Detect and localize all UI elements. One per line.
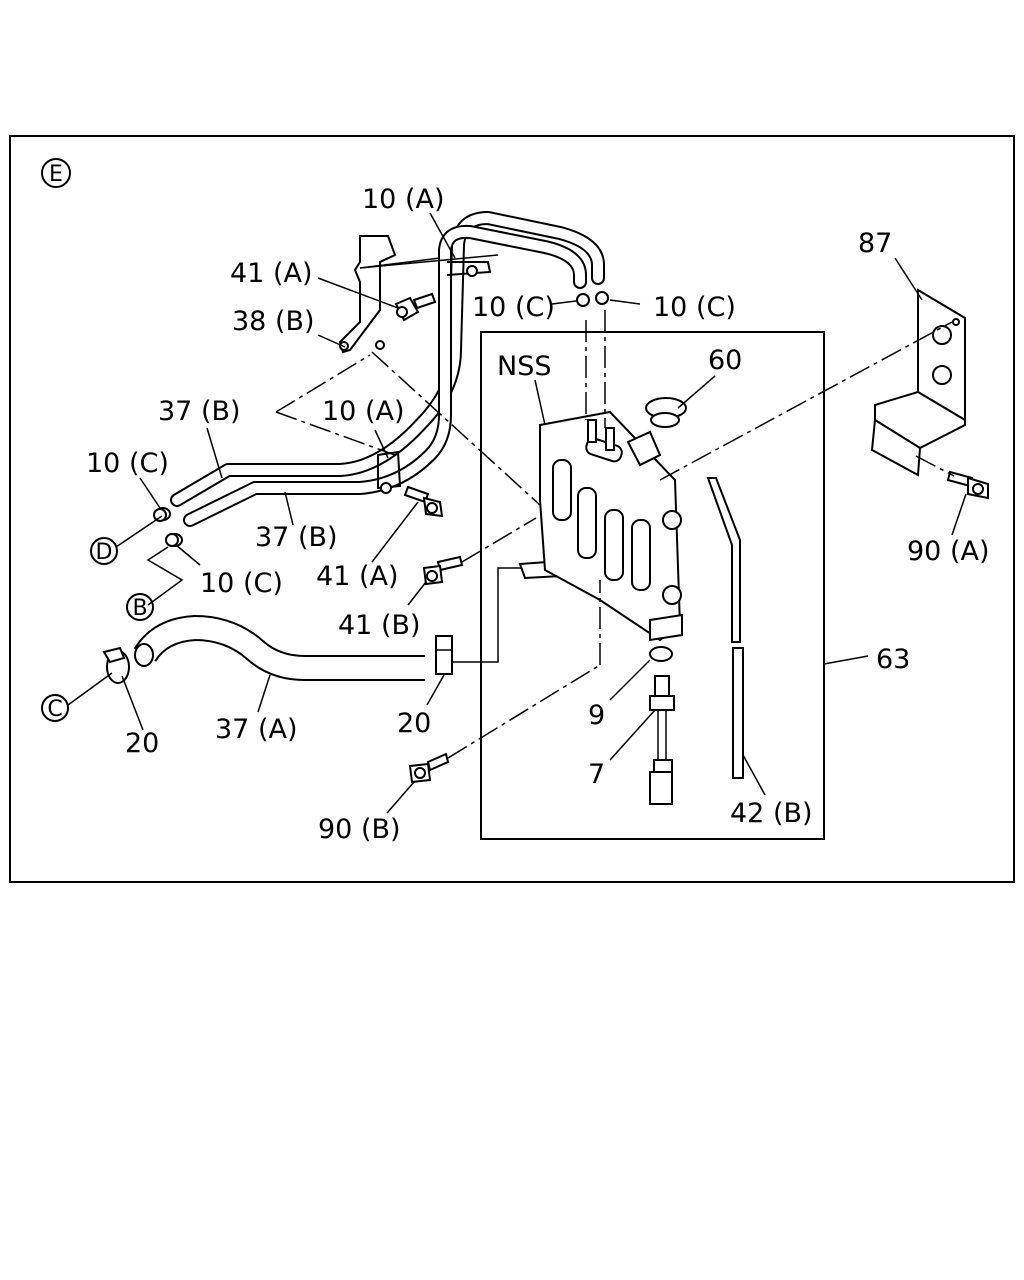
bracket-87 (870, 288, 966, 477)
connector-c-text: C (47, 697, 62, 722)
label-20-left: 20 (125, 728, 159, 759)
clamp-10c-far-left (153, 508, 167, 522)
tank-nipple (587, 419, 597, 443)
label-41b: 41 (B) (338, 610, 421, 641)
clamp-10c-left (576, 293, 590, 307)
label-10c-lower: 10 (C) (200, 568, 283, 599)
label-20-mid: 20 (397, 708, 431, 739)
label-nss: NSS (497, 351, 551, 382)
connector-d-text: D (96, 540, 113, 565)
section-marker-e: E (41, 158, 71, 188)
tank-nipple (605, 427, 615, 451)
label-87: 87 (858, 228, 892, 259)
label-37b-mid: 37 (B) (255, 522, 338, 553)
bolt-90b (408, 752, 450, 784)
leader-lines (67, 212, 967, 814)
diagram-frame (9, 135, 1015, 883)
cap-60 (626, 397, 687, 467)
label-10c-far-left: 10 (C) (86, 448, 169, 479)
bolt-41b (422, 555, 464, 586)
label-60: 60 (708, 345, 742, 376)
label-9: 9 (588, 700, 605, 731)
hose-37a (133, 615, 425, 681)
clamp-10c-lower (165, 533, 179, 547)
label-10a-top: 10 (A) (362, 184, 444, 215)
label-10c-left: 10 (C) (472, 292, 555, 323)
label-63: 63 (876, 644, 910, 675)
clamp-20-left (102, 646, 130, 684)
connector-c: C (41, 694, 69, 722)
sensor-7 (649, 675, 675, 805)
label-41a-mid: 41 (A) (316, 561, 398, 592)
clamp-10c-right (595, 291, 609, 305)
label-42b: 42 (B) (730, 798, 813, 829)
hose-42b (706, 477, 744, 779)
label-10a-mid: 10 (A) (322, 396, 404, 427)
bracket-38b (338, 235, 397, 354)
label-10c-right: 10 (C) (653, 292, 736, 323)
label-90a: 90 (A) (907, 536, 989, 567)
clamp-10a-top (446, 261, 492, 277)
reservoir-tank (539, 410, 683, 642)
label-7: 7 (588, 759, 605, 790)
bolt-41a-mid (403, 485, 444, 518)
label-37a: 37 (A) (215, 714, 297, 745)
connector-b-text: B (132, 596, 147, 621)
assembly-63-box (480, 331, 825, 840)
section-marker-e-text: E (49, 162, 63, 187)
label-90b: 90 (B) (318, 814, 401, 845)
pipe-37b-upper (170, 211, 605, 507)
label-37b-top: 37 (B) (158, 396, 241, 427)
clamp-20-mid (435, 635, 453, 675)
label-41a-top: 41 (A) (230, 258, 312, 289)
bolt-41a-top (394, 292, 437, 322)
washer-9 (649, 646, 673, 662)
label-38b: 38 (B) (232, 306, 315, 337)
connector-d: D (90, 537, 118, 565)
connector-b: B (126, 593, 154, 621)
